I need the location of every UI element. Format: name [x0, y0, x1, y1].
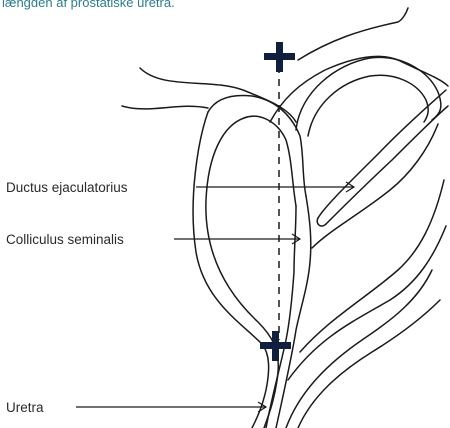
- pointer-colliculus: [174, 234, 300, 244]
- vas-deferens-outer: [296, 57, 441, 130]
- plus-marker-top: [264, 42, 295, 72]
- ejaculatory-duct-inner: [326, 106, 448, 224]
- ejaculatory-duct-tip: [317, 218, 326, 226]
- posterior-wall-1: [312, 124, 438, 248]
- posterior-wall-3: [288, 226, 446, 380]
- label-ductus-ejaculatorius: Ductus ejaculatorius: [6, 180, 128, 195]
- pointer-uretra: [76, 402, 266, 412]
- label-uretra: Uretra: [6, 400, 44, 415]
- bladder-outline-left: [140, 68, 296, 122]
- vas-deferens-inner: [308, 75, 428, 136]
- prostate-top-arc: [208, 96, 306, 196]
- ejaculatory-duct-outer: [318, 90, 446, 218]
- posterior-wall-5: [298, 300, 440, 428]
- prostate-outline-outer: [193, 112, 269, 428]
- bladder-outline-right: [298, 8, 408, 60]
- posterior-wall-4: [286, 270, 432, 428]
- pointer-ductus: [196, 182, 354, 192]
- prostate-top-arc-inner: [244, 116, 296, 206]
- bladder-outline-left-inner: [122, 106, 208, 109]
- label-colliculus-seminalis: Colliculus seminalis: [6, 232, 124, 247]
- posterior-wall-2: [300, 180, 444, 352]
